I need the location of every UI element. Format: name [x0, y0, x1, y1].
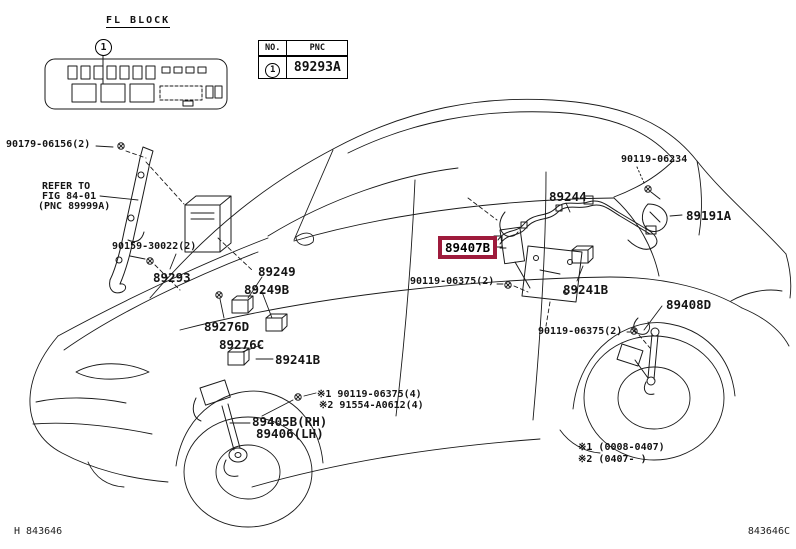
part-label-pnc-89244[interactable]: 89244 — [549, 189, 587, 204]
part-label-bolt-90179-06156[interactable]: 90179-06156(2) — [6, 139, 91, 150]
part-label-pnc-89249[interactable]: 89249 — [258, 264, 296, 279]
part-label-pnc-89405b[interactable]: 89405B(RH) — [252, 414, 328, 429]
legend: ※1 (0008-0407) ※2 (0407- ) — [578, 442, 665, 466]
relay-bracket-drawing — [109, 146, 154, 294]
legend-line-2: ※2 (0407- ) — [578, 454, 647, 465]
part-label-pnc-89408d[interactable]: 89408D — [666, 297, 712, 312]
wire-harness-drawing — [493, 195, 658, 250]
part-label-bolt-90119-06375-mid[interactable]: 90119-06375(2) — [410, 276, 495, 287]
table-row[interactable]: 1 89293A — [257, 55, 349, 79]
part-label-bolt-90159-30022[interactable]: 90159-30022(2) — [112, 241, 197, 252]
dashed-leader-lines — [125, 150, 651, 349]
part-label-pnc-89241b-rear[interactable]: 89241B — [563, 282, 609, 297]
front-wheel — [183, 416, 313, 528]
part-label-pnc-89293[interactable]: 89293 — [153, 270, 191, 285]
bolt-icons — [117, 142, 661, 401]
leader-lines — [95, 145, 683, 424]
part-label-pnc-89249b[interactable]: 89249B — [244, 282, 290, 297]
fuse-block-callout[interactable]: 1 — [95, 39, 112, 56]
ecu-drawing — [184, 195, 232, 253]
sensor-89191a-drawing — [641, 203, 668, 232]
part-label-refer-to-line3[interactable]: (PNC 89999A) — [38, 201, 111, 212]
car-body-outline — [29, 98, 792, 488]
front-height-sensor-drawing — [192, 379, 248, 477]
part-label-note-91554-a0612[interactable]: ※2 91554-A0612(4) — [319, 400, 424, 411]
part-label-pnc-89407b[interactable]: 89407B — [438, 236, 498, 260]
part-label-note-90119-06375-front[interactable]: ※1 90119-06375(4) — [317, 389, 422, 400]
part-label-bolt-90119-06375-rear[interactable]: 90119-06375(2) — [538, 326, 623, 337]
part-label-refer-to-line2[interactable]: FIG 84-01 — [42, 191, 97, 202]
part-label-pnc-89406[interactable]: 89406(LH) — [256, 426, 324, 441]
rear-height-sensor-drawing — [499, 211, 583, 303]
rear-axle-sensor-drawing — [616, 317, 660, 395]
drawing-number-right: 843646C — [747, 526, 790, 537]
part-label-pnc-89276d[interactable]: 89276D — [204, 319, 250, 334]
part-label-pnc-89241b-front[interactable]: 89241B — [275, 352, 321, 367]
drawing-number-left: H 843646 — [14, 526, 63, 537]
table-col-no: NO. — [257, 40, 288, 57]
table-col-pnc: PNC — [286, 40, 349, 57]
table-row-callout: 1 — [265, 63, 281, 78]
part-label-bolt-90119-06234[interactable]: 90119-06234 — [621, 154, 688, 165]
table-row-pnc: 89293A — [286, 55, 349, 79]
legend-line-1: ※1 (0008-0407) — [578, 442, 665, 453]
part-label-pnc-89276c[interactable]: 89276C — [219, 337, 265, 352]
dotted-leader-lines — [636, 166, 646, 186]
part-label-pnc-89191a[interactable]: 89191A — [686, 208, 732, 223]
pnc-reference-table: NO. PNC 1 89293A — [257, 40, 349, 79]
fuse-block-title: FL BLOCK — [106, 15, 171, 28]
fuse-block-drawing — [44, 53, 228, 110]
part-label-refer-to-line1[interactable]: REFER TO — [42, 181, 91, 192]
